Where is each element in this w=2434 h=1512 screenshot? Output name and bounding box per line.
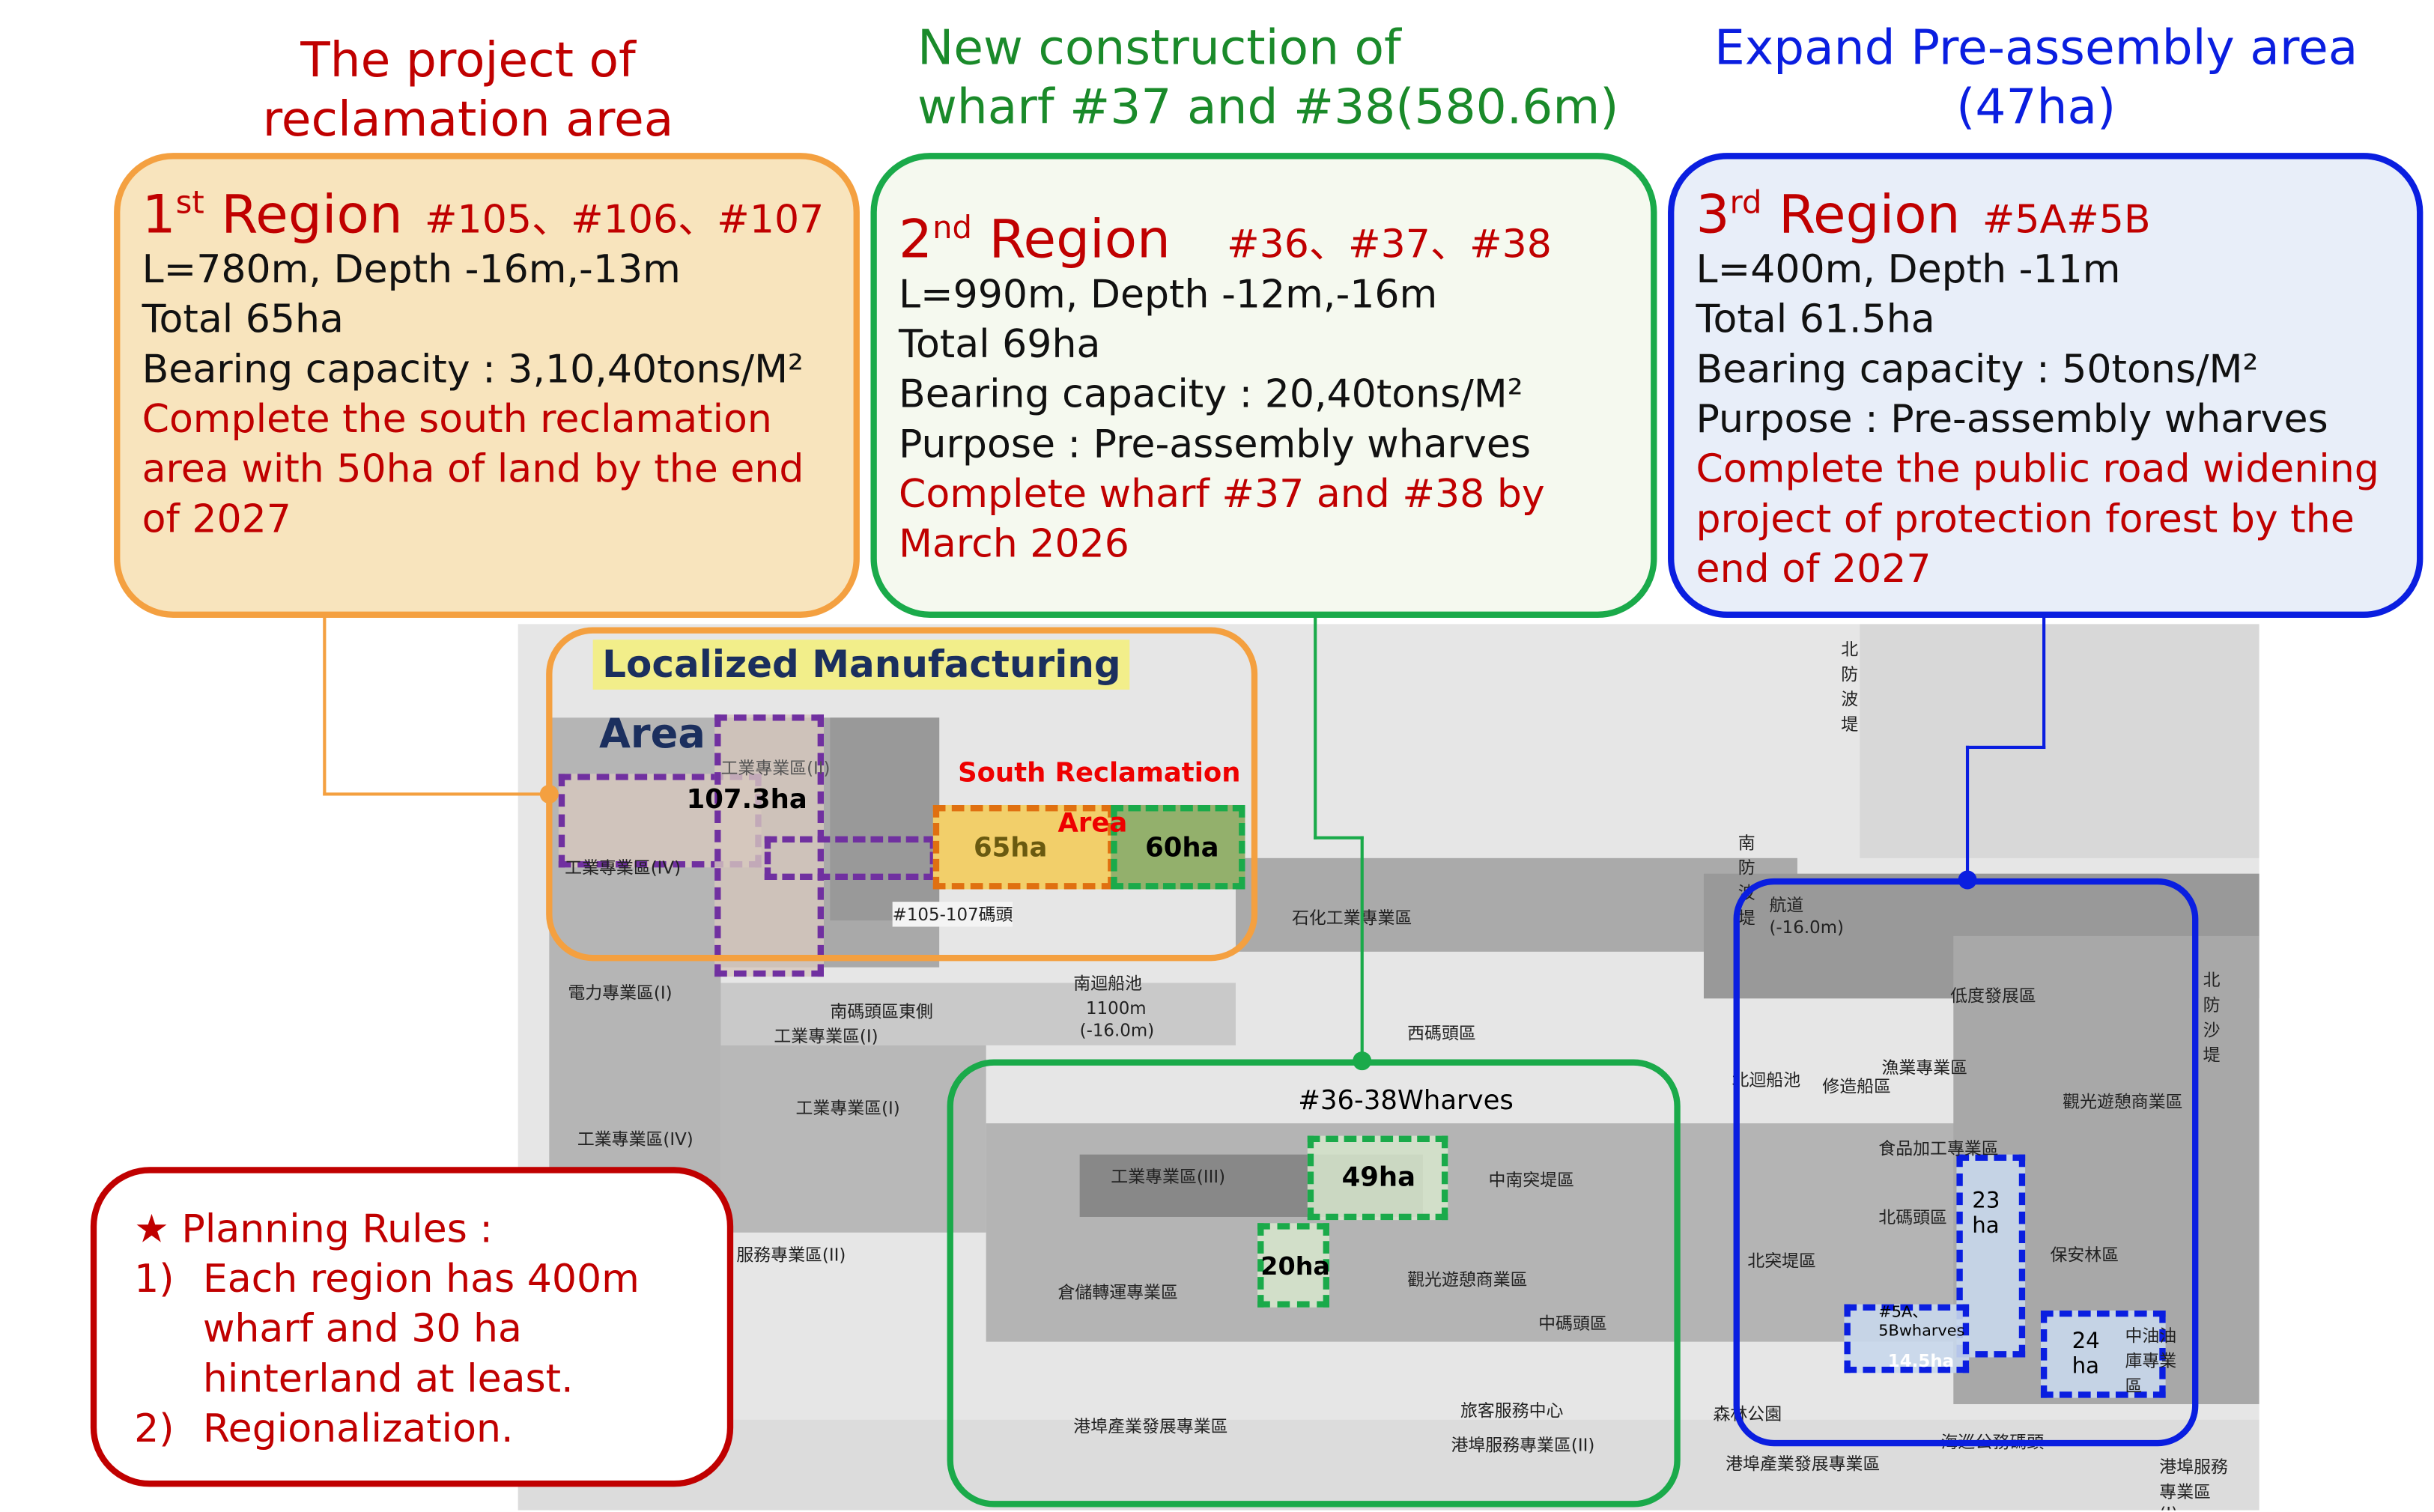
planning-rules-heading: ★ Planning Rules : [134, 1206, 493, 1251]
map-label: 工業專業區(II) [720, 758, 831, 779]
region3-title: Expand Pre-assembly area(47ha) [1714, 20, 2358, 136]
region1-box: 1st Region#105、#106、#107 L=780m, Depth -… [114, 153, 860, 618]
map-label: 倉儲轉運專業區 [1057, 1282, 1178, 1303]
map-label: 北迴船池 [1732, 1070, 1801, 1091]
map-label: 工業專業區(I) [795, 1098, 900, 1119]
map-label: 觀光遊憩商業區 [1407, 1269, 1528, 1290]
map-label: 電力專業區(I) [568, 983, 673, 1004]
area-20-label: 20ha [1260, 1251, 1330, 1281]
map-label: 工業專業區(IV) [565, 857, 682, 878]
map-label: 漁業專業區 [1881, 1057, 1968, 1078]
area-24-label: 24 ha [2072, 1329, 2100, 1379]
map-label: 北突堤區 [1747, 1251, 1816, 1272]
rule-item: Regionalization. [202, 1406, 514, 1451]
map-label: 中南突堤區 [1488, 1170, 1575, 1191]
area-60-label: 60ha [1145, 833, 1219, 865]
map-label: 1100m [1085, 998, 1147, 1019]
map-label: 中油油庫專業區 [2125, 1326, 2177, 1397]
area-14-label: 14.5ha [1887, 1351, 1955, 1372]
map-label: 低度發展區 [1950, 986, 2036, 1007]
wharves-36-label: #36-38Wharves [1298, 1085, 1514, 1117]
map-label: 工業專業區(I) [774, 1026, 878, 1047]
zone-49 [1307, 1135, 1448, 1221]
map-label: 南迴船池 [1073, 973, 1142, 995]
localized-manufacturing-label: Localized Manufacturing [592, 640, 1131, 690]
map-label: 南碼頭區東側 [830, 1001, 933, 1022]
map-label: 修造船區 [1822, 1076, 1891, 1097]
reclamation-zone-65 [932, 804, 1114, 890]
map-label: 石化工業專業區 [1291, 908, 1412, 929]
map-label: 保安林區 [2050, 1245, 2119, 1266]
zone-20 [1257, 1223, 1329, 1308]
map-label: 港埠服務專業區(II) [1451, 1435, 1595, 1456]
map-label: 服務專業區(II) [736, 1245, 846, 1266]
planning-rules-box: ★ Planning Rules : 1)Each region has 400… [90, 1167, 734, 1487]
region1-map-frame [546, 627, 1258, 962]
map-label: 北防沙堤 [2203, 970, 2221, 1066]
area-label: Area [598, 711, 705, 759]
area-107-label: 107.3ha [686, 784, 807, 816]
map-label: 工業專業區(IV) [577, 1129, 694, 1150]
area-23-label: 23 ha [1972, 1188, 2000, 1239]
map-label: (-16.0m) [1079, 1020, 1155, 1041]
map-label: 旅客服務中心 [1460, 1400, 1564, 1421]
area-65-label: 65ha [973, 833, 1048, 865]
map-label: 港埠產業發展專業區 [1073, 1416, 1228, 1437]
zone-24 [2040, 1310, 2166, 1398]
map-label: 觀光遊憩商業區 [2063, 1092, 2183, 1113]
map-label: 中碼頭區 [1538, 1314, 1607, 1335]
region3-map-frame [1733, 878, 2199, 1447]
area-49-label: 49ha [1341, 1162, 1416, 1194]
map-label: 北碼頭區 [1878, 1207, 1947, 1228]
south-reclamation-label: South Reclamation [958, 758, 1241, 790]
map-label: 北防波堤 [1841, 640, 1859, 735]
zone-5a [1844, 1304, 1970, 1373]
map-label: 港埠服務專業區(I) [2159, 1457, 2228, 1511]
map-label: 港埠產業發展專業區 [1726, 1454, 1881, 1475]
reclamation-zone-60 [1111, 804, 1245, 890]
map-label: 工業專業區(III) [1111, 1167, 1226, 1188]
map-label: 西碼頭區 [1407, 1023, 1476, 1044]
south-area-label: Area [1057, 808, 1128, 840]
wharf-5a-label: #5A、5Bwharves [1878, 1304, 1965, 1341]
region2-box: 2nd Region#36、#37、#38 L=990m, Depth -12m… [870, 153, 1657, 618]
map-label: 食品加工專業區 [1878, 1138, 1999, 1159]
region2-map-frame [947, 1059, 1681, 1508]
wharf-105-label: #105-107碼頭 [892, 902, 1013, 927]
rule-item: Each region has 400m wharf and 30 ha hin… [202, 1256, 640, 1401]
